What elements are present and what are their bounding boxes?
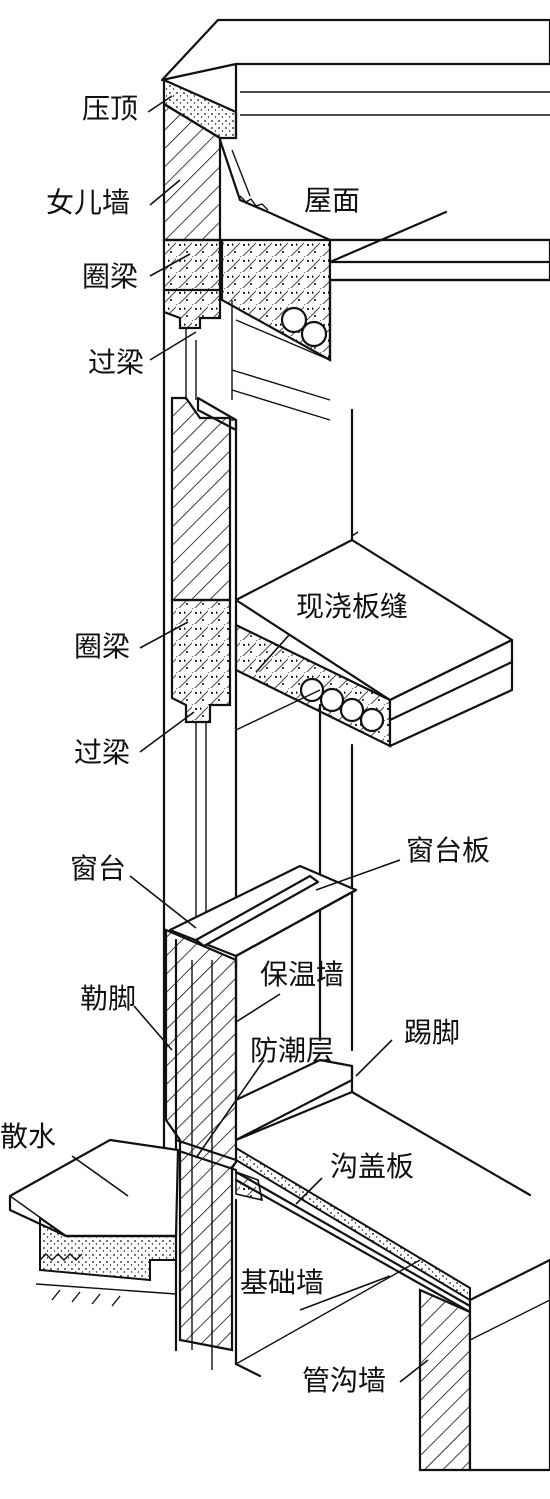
label-pipe-trench-wall: 管沟墙 [302,1364,386,1397]
labels: 压顶 女儿墙 屋面 圈梁 过梁 现浇板缝 圈梁 过梁 窗台板 窗台 保温墙 勒脚… [0,92,490,1397]
label-plinth: 勒脚 [80,982,136,1015]
mid-ring-beam-section [170,598,232,724]
label-skirting: 踢脚 [404,1016,460,1049]
label-parapet-wall: 女儿墙 [46,186,130,219]
coping-top [160,18,550,82]
leader-lines [71,95,429,1383]
label-insulation-wall: 保温墙 [260,958,344,991]
coping-section [162,78,238,140]
parapet-group [160,18,550,362]
pipe-trench-wall-section [418,1288,472,1472]
apron-group [8,1138,180,1307]
middle-wall-section [170,396,232,602]
label-trench-cover: 沟盖板 [330,1150,414,1183]
label-lintel-top: 过梁 [88,346,144,379]
trench-cover-section [235,1146,471,1302]
base-wall-group [164,928,550,1472]
apron-section [39,1216,177,1282]
label-ring-beam-top: 圈梁 [82,260,138,293]
label-window-sill: 窗台 [70,852,126,885]
label-cast-slab-joint: 现浇板缝 [296,590,408,623]
apron-top [8,1138,180,1238]
label-sill-board: 窗台板 [406,834,490,867]
label-apron: 散水 [0,1120,56,1153]
label-damp-proof: 防潮层 [250,1034,334,1067]
plinth-wall-section [164,928,238,1352]
label-roof: 屋面 [304,184,360,217]
label-foundation-wall: 基础墙 [240,1266,324,1299]
label-ring-beam-mid: 圈梁 [74,630,130,663]
top-ring-beam-section [162,238,222,330]
label-coping: 压顶 [82,92,138,125]
label-lintel-mid: 过梁 [74,736,130,769]
